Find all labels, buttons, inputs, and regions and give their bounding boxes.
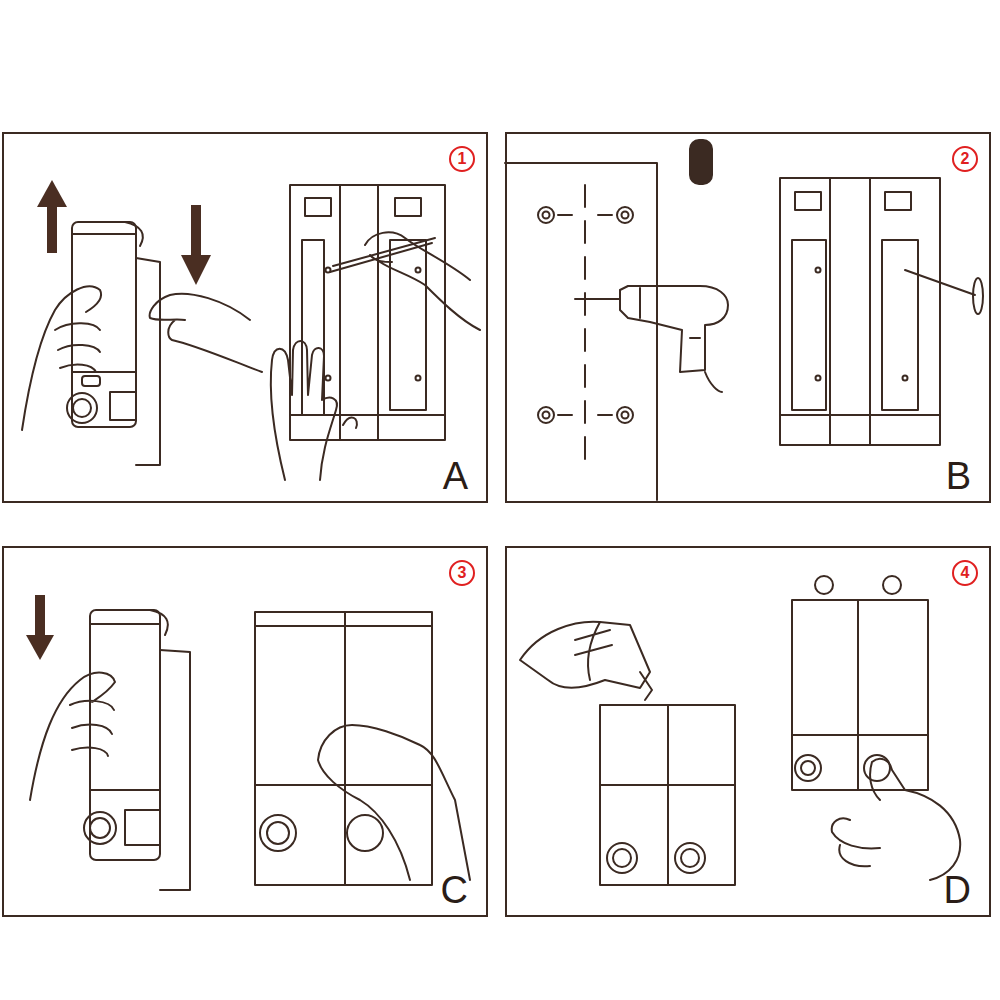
step-panel: A1 (2, 132, 488, 503)
step-number: 4 (951, 559, 979, 587)
back-plate (290, 185, 445, 440)
filling-and-dispensing (520, 576, 960, 885)
step-number-badge: 3 (448, 559, 476, 587)
dispenser-side (67, 222, 160, 465)
mount-arrows (37, 180, 211, 285)
step-number: 3 (448, 559, 476, 587)
step-panel: D4 (505, 546, 991, 917)
step-number-badge: 4 (951, 559, 979, 587)
step-letter: B (946, 457, 971, 495)
step-letter: C (441, 871, 468, 909)
step-number: 2 (951, 145, 979, 173)
step-number: 1 (448, 145, 476, 173)
dispenser-hanging (26, 595, 470, 890)
step-letter: A (443, 457, 468, 495)
wall-drilling (505, 140, 728, 500)
step-number-badge: 1 (448, 145, 476, 173)
step-letter: D (944, 871, 971, 909)
hand (22, 286, 262, 430)
step-number-badge: 2 (951, 145, 979, 173)
step-panel: C3 (2, 546, 488, 917)
step-panel: B2 (505, 132, 991, 503)
plate-screwing (780, 178, 983, 445)
pencil-hand (271, 232, 480, 480)
